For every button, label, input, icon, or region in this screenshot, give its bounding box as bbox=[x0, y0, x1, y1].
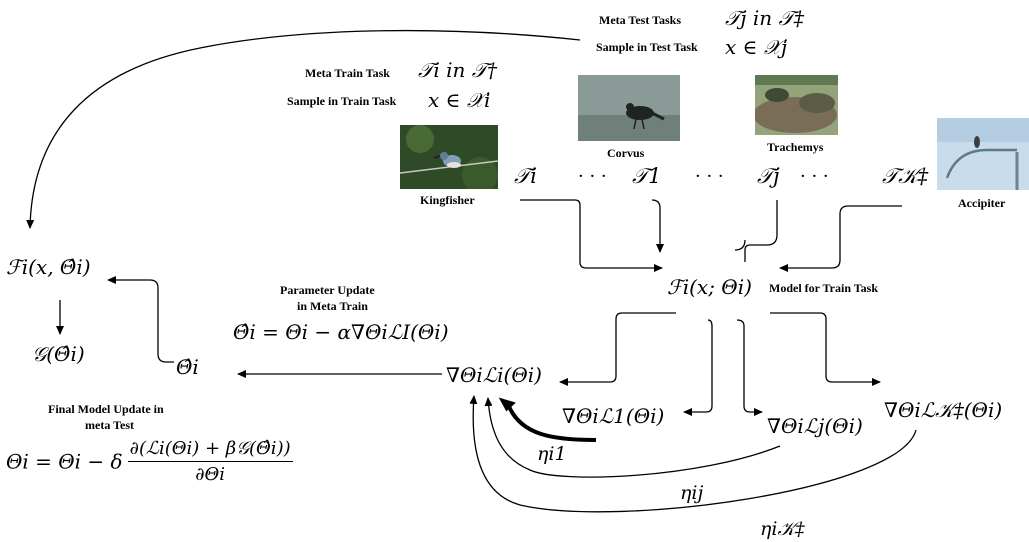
parameter-update-label-2: in Meta Train bbox=[297, 299, 368, 313]
arrow-task-i-to-model bbox=[520, 199, 663, 272]
task-i: 𝒯i bbox=[514, 164, 537, 188]
task-j: 𝒯j bbox=[757, 164, 780, 188]
arrow-task-1-to-model bbox=[651, 199, 664, 253]
dots-1: · · · bbox=[578, 166, 607, 187]
dots-2: · · · bbox=[695, 166, 724, 187]
arrow-grad-1-feedback bbox=[506, 403, 597, 442]
train-task-set-math: 𝒯i in 𝒯† bbox=[418, 58, 498, 82]
kingfisher-label: Kingfisher bbox=[420, 193, 475, 207]
updated-model-function: ℱi(x, Θ̂i) bbox=[6, 255, 91, 279]
accipiter-label: Accipiter bbox=[958, 196, 1006, 210]
meta-test-tasks-label: Meta Test Tasks bbox=[599, 13, 682, 27]
arrow-model-to-grad-1 bbox=[683, 319, 713, 416]
task-k: 𝒯𝒦‡ bbox=[882, 164, 929, 188]
sample-in-train-task-label: Sample in Train Task bbox=[287, 94, 397, 108]
test-sample-math: x ∈ 𝒳j bbox=[725, 35, 788, 59]
dots-3: · · · bbox=[800, 166, 829, 187]
arrow-task-j-to-model bbox=[744, 200, 778, 262]
parameter-update-equation: Θ̂i = Θi − α∇ΘiℒI(Θi) bbox=[233, 320, 449, 344]
g-term: 𝒢(Θ̂i) bbox=[32, 342, 85, 366]
arrow-grad-k-feedback bbox=[469, 395, 917, 513]
eta-ik: ηi𝒦‡ bbox=[760, 518, 805, 540]
final-update-denominator: ∂Θi bbox=[195, 464, 226, 485]
theta-hat: Θ̂i bbox=[176, 355, 199, 379]
task-1: 𝒯1 bbox=[632, 164, 662, 188]
eta-i1: ηi1 bbox=[537, 443, 567, 465]
final-update-label-1: Final Model Update in bbox=[48, 402, 164, 416]
parameter-update-label-1: Parameter Update bbox=[280, 283, 375, 297]
arrow-model-to-grad-k bbox=[770, 312, 881, 386]
arrow-model-to-grad-j bbox=[736, 319, 763, 416]
final-update-label-2: meta Test bbox=[85, 418, 134, 432]
arrow-model-to-grad-i bbox=[559, 312, 676, 386]
gradient-i: ∇Θiℒi(Θi) bbox=[446, 363, 542, 387]
model-function: ℱi(x; Θi) bbox=[667, 275, 752, 299]
corvus-label: Corvus bbox=[607, 146, 645, 160]
kingfisher-photo bbox=[399, 125, 499, 193]
arrow-grad-j-feedback bbox=[484, 397, 781, 478]
eta-ij: ηij bbox=[680, 482, 704, 504]
final-update-lhs: Θi = Θi − δ bbox=[6, 449, 123, 474]
gradient-1: ∇Θiℒ1(Θi) bbox=[562, 404, 665, 428]
final-update-numerator: ∂(ℒi(Θi) + β𝒢(Θ̂i)) bbox=[127, 438, 293, 462]
final-update-equation: Θi = Θi − δ ∂(ℒi(Θi) + β𝒢(Θ̂i)) ∂Θi bbox=[6, 438, 293, 485]
arrow-test-to-updated-model bbox=[26, 29, 581, 229]
meta-train-task-label: Meta Train Task bbox=[305, 66, 390, 80]
corvus-photo bbox=[578, 75, 680, 141]
gradient-k: ∇Θiℒ𝒦‡(Θi) bbox=[884, 398, 1003, 422]
model-for-train-task-label: Model for Train Task bbox=[769, 281, 879, 295]
train-sample-math: x ∈ 𝒳i bbox=[428, 88, 491, 112]
gradient-j: ∇Θiℒj(Θi) bbox=[767, 414, 863, 438]
arrow-task-k-to-model bbox=[779, 205, 902, 272]
sample-in-test-task-label: Sample in Test Task bbox=[596, 40, 698, 54]
trachemys-photo bbox=[753, 75, 838, 135]
trachemys-label: Trachemys bbox=[767, 140, 824, 154]
arrow-theta-hat-to-updated-model bbox=[107, 276, 174, 363]
accipiter-photo bbox=[937, 118, 1029, 190]
test-task-set-math: 𝒯j in 𝒯‡ bbox=[725, 6, 804, 30]
